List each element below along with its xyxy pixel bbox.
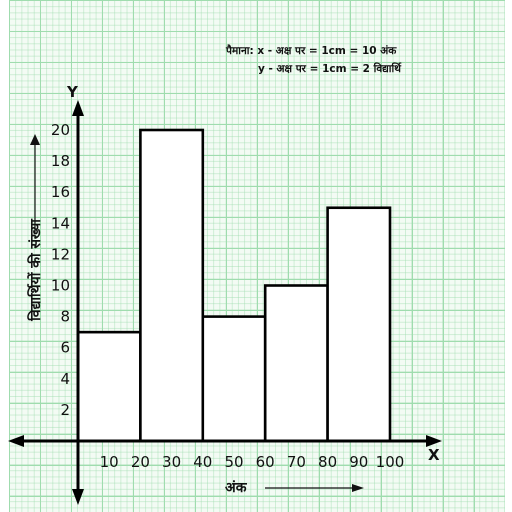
x-axis-letter: X — [428, 446, 440, 464]
x-axis-right-arrow-icon — [426, 435, 442, 447]
y-tick-label-10: 10 — [51, 277, 70, 295]
y-tick-label-8: 8 — [60, 308, 70, 326]
x-tick-label-30: 30 — [162, 453, 181, 471]
x-tick-label-10: 10 — [100, 453, 119, 471]
y-tick-label-6: 6 — [60, 339, 70, 357]
y-title-arrow-icon — [30, 134, 40, 145]
x-tick-label-80: 80 — [318, 453, 337, 471]
scale-note-line1: पैमाना: x - अक्ष पर = 1cm = 10 अंक — [225, 44, 397, 57]
y-tick-label-16: 16 — [51, 183, 70, 201]
y-axis-up-arrow-icon — [72, 100, 84, 116]
histogram-bar-5 — [326, 206, 392, 443]
x-tick-label-90: 90 — [349, 453, 368, 471]
x-tick-label-20: 20 — [131, 453, 150, 471]
histogram-bar-3 — [201, 315, 267, 443]
x-title-arrow-icon — [352, 484, 364, 492]
x-tick-label-50: 50 — [224, 453, 243, 471]
y-tick-label-18: 18 — [51, 152, 70, 170]
y-tick-label-4: 4 — [60, 370, 70, 388]
y-axis-down-arrow-icon — [72, 489, 84, 505]
x-tick-label-40: 40 — [193, 453, 212, 471]
x-tick-label-100: 100 — [376, 453, 405, 471]
y-tick-label-12: 12 — [51, 245, 70, 263]
x-axis-left-arrow-icon — [8, 435, 24, 447]
x-axis-title: अंक — [225, 480, 248, 496]
histogram-bar-2 — [139, 128, 205, 443]
histogram-bar-1 — [76, 330, 142, 443]
y-axis-letter: Y — [66, 83, 79, 101]
y-tick-label-2: 2 — [60, 401, 70, 419]
histogram-bar-4 — [263, 284, 329, 443]
x-tick-label-70: 70 — [287, 453, 306, 471]
scale-note-line2: y - अक्ष पर = 1cm = 2 विद्यार्थि — [258, 62, 403, 75]
y-tick-label-20: 20 — [51, 121, 70, 139]
y-axis-title: विद्यार्थियों की संख्या — [27, 218, 44, 322]
y-tick-label-14: 14 — [51, 214, 70, 232]
x-tick-label-60: 60 — [256, 453, 275, 471]
